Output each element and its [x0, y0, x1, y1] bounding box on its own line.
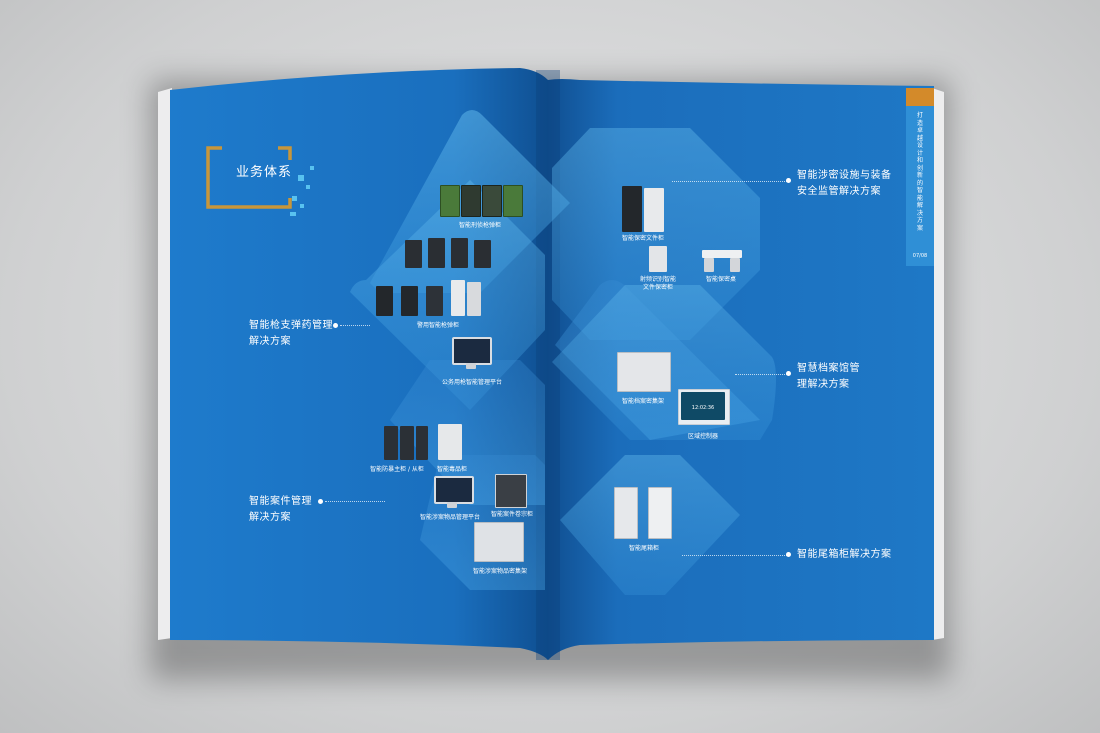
product-caption: 智能保密文件柜 [621, 235, 665, 242]
side-tab-text: 打造卓越设计和创新的智能解决方案 [916, 112, 923, 232]
side-tab-page-number: 07/08 [912, 253, 928, 259]
product-caption: 智能涉案物品管理平台 [419, 514, 481, 521]
product-caption: 智能尾箱柜 [628, 545, 660, 552]
side-tab [906, 106, 934, 266]
product-caption: 智能保密桌 [705, 276, 737, 283]
solution-label-cases: 智能案件管理 解决方案 [249, 496, 312, 523]
connector-line [682, 555, 787, 556]
connector-dot [786, 552, 791, 557]
solution-label-firearms: 智能枪支弹药管理 解决方案 [249, 320, 333, 347]
controller-time: 12:02:36 [691, 405, 715, 411]
connector-line [340, 325, 370, 326]
product-caption: 智能涉案物品密集架 [472, 568, 528, 575]
connector-line [325, 501, 385, 502]
solution-label-archives: 智慧档案馆管 理解决方案 [797, 363, 860, 390]
product-caption: 智能毒品柜 [436, 466, 468, 473]
product-caption: 警用智能枪弹柜 [416, 322, 460, 329]
product-caption: 智能刑侦枪弹柜 [458, 222, 502, 229]
connector-dot [786, 371, 791, 376]
product-caption: 智能档案密集架 [621, 398, 665, 405]
product-caption: 公务用枪智能管理平台 [441, 379, 503, 386]
title-frame [206, 146, 292, 209]
product-caption: 智能案件卷宗柜 [490, 511, 534, 518]
page-title: 业务体系 [236, 165, 293, 180]
connector-dot [318, 499, 323, 504]
side-tab-accent [906, 88, 934, 106]
solution-label-secure-facilities: 智能涉密设施与装备 安全监管解决方案 [797, 170, 892, 197]
solution-label-tail-box: 智能尾箱柜解决方案 [797, 549, 892, 560]
connector-line [672, 181, 787, 182]
product-caption: 智能防暴主柜 / 从柜 [370, 466, 424, 473]
connector-dot [333, 323, 338, 328]
connector-dot [786, 178, 791, 183]
product-caption: 射频识别智能 文件保密柜 [639, 276, 677, 291]
product-caption: 区域控制器 [687, 433, 719, 440]
connector-line [735, 374, 787, 375]
